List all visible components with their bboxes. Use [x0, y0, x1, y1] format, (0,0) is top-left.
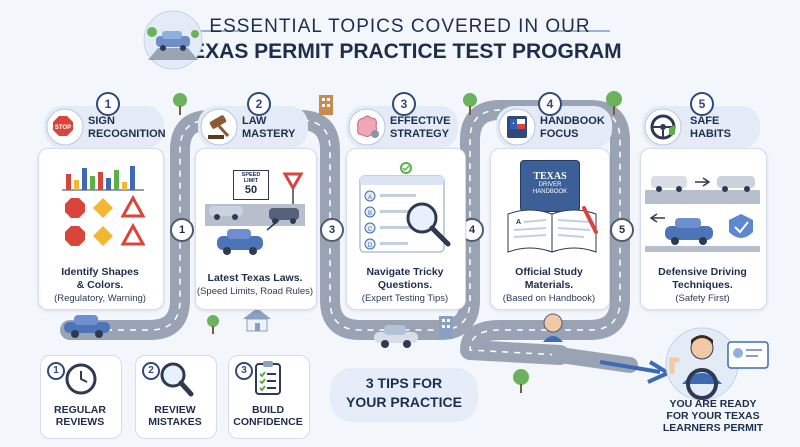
clock-icon — [65, 363, 97, 395]
topic-subtext: (Regulatory, Warning) — [54, 293, 146, 304]
building-icon — [319, 95, 333, 115]
ready-driver-illustration — [665, 327, 769, 400]
topic-number-badge: 5 — [690, 92, 714, 116]
page-title-line2: TEXAS PERMIT PRACTICE TEST PROGRAM — [178, 40, 622, 63]
tree-icon — [173, 93, 187, 115]
tree-icon — [207, 315, 219, 334]
svg-text:A: A — [368, 195, 372, 201]
topic-caption-line1: Navigate Tricky — [366, 266, 444, 278]
topic-number-badge: 4 — [538, 92, 562, 116]
svg-text:A: A — [516, 219, 521, 226]
ready-message-line1: YOU ARE READY — [669, 398, 757, 410]
topic-caption-line2: Materials. — [524, 279, 574, 291]
topic-label-line2: MASTERY — [242, 128, 296, 140]
road-marker-5: 5 — [610, 218, 634, 242]
topic-label-line1: SIGN — [88, 115, 115, 127]
topic-label-line1: EFFECTIVE — [390, 115, 451, 127]
tip-label-line1: REVIEW — [154, 404, 196, 416]
speed-sign-value: 50 — [244, 184, 258, 196]
topic-subtext: (Expert Testing Tips) — [361, 293, 449, 304]
tip-number-badge: 2 — [142, 362, 160, 380]
tip-label-line1: BUILD — [251, 404, 285, 416]
texas-book-icon — [498, 108, 536, 146]
gavel-icon — [200, 108, 238, 146]
topic-subtext: (Based on Handbook) — [502, 293, 596, 304]
svg-text:D: D — [368, 243, 373, 249]
speed-limit-sign: SPEED LIMIT 50 — [233, 170, 269, 200]
topic-caption-line2: & Colors. — [76, 279, 124, 291]
topic-label-line1: HANDBOOK — [540, 115, 605, 127]
tip-number-badge: 3 — [235, 362, 253, 380]
topic-caption-line2: Questions. — [377, 279, 433, 291]
title-rule-right — [555, 30, 610, 32]
topic-label-line2: HABITS — [690, 128, 731, 140]
svg-text:STOP: STOP — [55, 125, 71, 131]
sign-shapes-illustration — [62, 166, 146, 246]
tree-icon — [463, 93, 477, 115]
stop-sign-icon: STOP — [46, 108, 84, 146]
topic-caption-line1: Defensive Driving — [658, 266, 747, 278]
topic-number-badge: 2 — [247, 92, 271, 116]
tip-label-line1: REGULAR — [54, 404, 106, 416]
topic-caption-line1: Latest Texas Laws. — [207, 272, 303, 284]
steering-wheel-icon — [644, 108, 682, 146]
magnifier-icon — [160, 362, 194, 397]
building-icon — [439, 316, 453, 339]
tip-label-line2: REVIEWS — [55, 416, 105, 428]
tip-label-line2: CONFIDENCE — [233, 416, 303, 428]
topic-caption-line1: Identify Shapes — [61, 266, 139, 278]
handbook-title-line1: TEXAS — [533, 171, 567, 182]
car-icon — [374, 325, 418, 348]
speed-sign-line2: LIMIT — [243, 178, 259, 184]
tip-number-badge: 1 — [47, 362, 65, 380]
tree-icon — [513, 369, 529, 393]
topic-caption-line2: Techniques. — [672, 279, 733, 291]
open-book-illustration: A — [507, 206, 598, 253]
topic-label-line2: RECOGNITION — [88, 128, 166, 140]
speed-sign-line1: SPEED — [241, 172, 261, 178]
topic-label-line2: FOCUS — [540, 128, 579, 140]
topic-subtext: (Speed Limits, Road Rules) — [196, 286, 314, 297]
brain-icon — [348, 108, 386, 146]
tree-icon — [606, 91, 622, 115]
topic-subtext: (Safety First) — [675, 293, 730, 304]
road-marker-1: 1 — [170, 218, 194, 242]
car-icon — [64, 315, 110, 338]
driver-avatar-icon — [543, 313, 563, 342]
svg-text:C: C — [368, 227, 373, 233]
topic-label-line1: SAFE — [690, 115, 720, 127]
defensive-driving-illustration — [645, 176, 760, 252]
tip-label-line2: MISTAKES — [148, 416, 202, 428]
topic-label-line2: STRATEGY — [390, 128, 450, 140]
ready-message-line3: LEARNERS PERMIT — [662, 422, 764, 434]
handbook-title-line3: HANDBOOK — [532, 189, 568, 195]
tips-title-line2: YOUR PRACTICE — [346, 394, 462, 410]
quiz-window-illustration: A B C D — [359, 162, 451, 253]
topic-caption-line1: Official Study — [515, 266, 583, 278]
handbook-cover: TEXAS DRIVER HANDBOOK — [520, 160, 580, 212]
topic-number-badge: 1 — [96, 92, 120, 116]
house-icon — [243, 308, 271, 332]
topic-number-badge: 3 — [392, 92, 416, 116]
traffic-illustration — [205, 172, 305, 255]
title-rule-left — [190, 30, 245, 32]
title-car-illustration — [143, 10, 203, 70]
svg-text:B: B — [368, 211, 372, 217]
checklist-icon — [255, 361, 281, 395]
tips-title-line1: 3 TIPS FOR — [365, 375, 443, 391]
topic-label-line1: LAW — [242, 115, 267, 127]
tips-title-box — [330, 368, 478, 422]
road-marker-3: 3 — [320, 218, 344, 242]
page-title-line1: ESSENTIAL TOPICS COVERED IN OUR — [209, 16, 591, 37]
ready-message-line2: FOR YOUR TEXAS — [666, 410, 760, 422]
handbook-title-line2: DRIVER — [538, 182, 562, 188]
